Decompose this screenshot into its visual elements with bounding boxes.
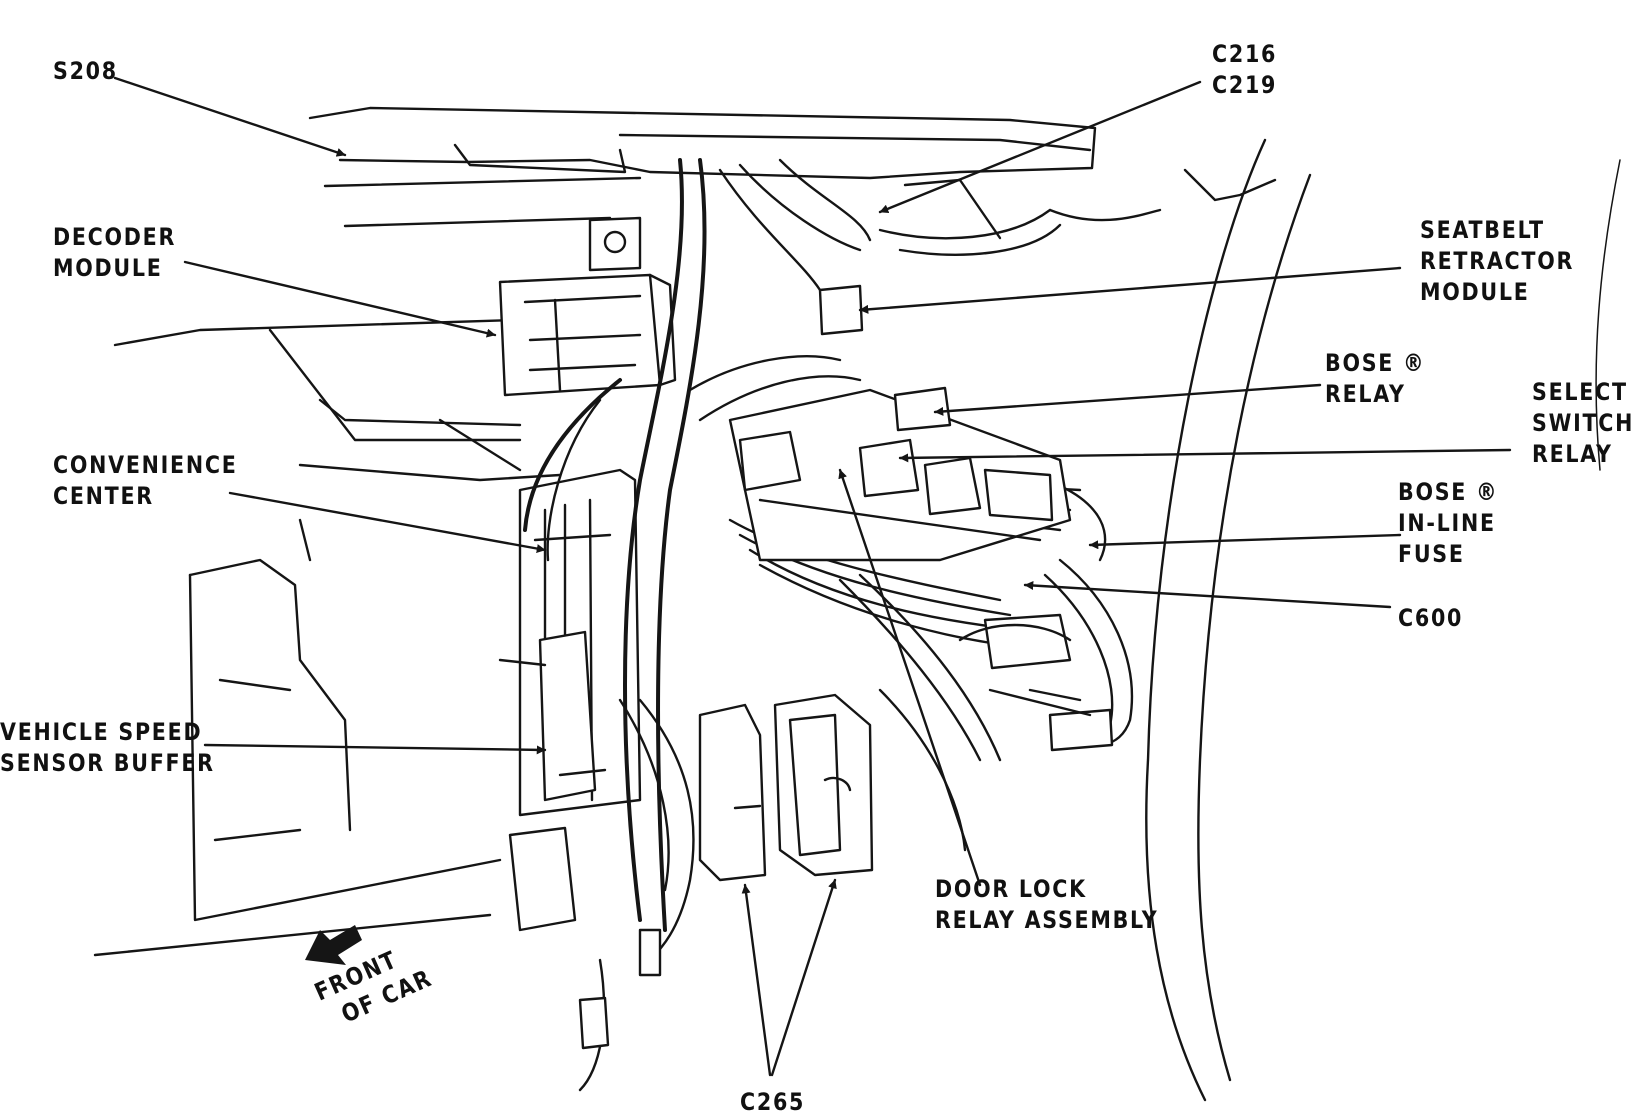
label-door-lock-relay-assembly: DOOR LOCK RELAY ASSEMBLY — [935, 875, 1159, 934]
front-arrow-icon — [305, 925, 362, 965]
label-convenience-center: CONVENIENCE CENTER — [53, 451, 238, 510]
wiring-harness — [523, 158, 1162, 1092]
label-select-switch-relay: SELECT SWITCH RELAY — [1532, 378, 1635, 468]
decoder-module — [498, 216, 677, 397]
vss-buffer — [498, 630, 662, 1050]
relay-block — [728, 284, 1072, 562]
left-bracket — [93, 318, 562, 957]
label-c265: C265 — [740, 1088, 806, 1116]
label-c216: C216 — [1212, 40, 1278, 68]
c265-connectors — [698, 693, 874, 882]
label-c216-c219: C216 C219 — [1212, 39, 1277, 101]
label-bose-relay: BOSE ® RELAY — [1325, 349, 1426, 408]
label-bose-in-line-fuse: BOSE ® IN-LINE FUSE — [1398, 478, 1499, 568]
label-c600: C600 — [1398, 604, 1464, 632]
label-decoder-module: DECODER MODULE — [53, 223, 177, 282]
label-vehicle-speed-sensor-buffer: VEHICLE SPEED SENSOR BUFFER — [0, 718, 215, 777]
c600-connector — [958, 613, 1114, 752]
leader-lines — [113, 76, 1512, 1077]
label-seatbelt-retractor-module: SEATBELT RETRACTOR MODULE — [1420, 216, 1575, 306]
fender-panel — [1145, 138, 1621, 1102]
label-c219: C219 — [1212, 71, 1278, 99]
label-s208: S208 — [53, 57, 118, 85]
